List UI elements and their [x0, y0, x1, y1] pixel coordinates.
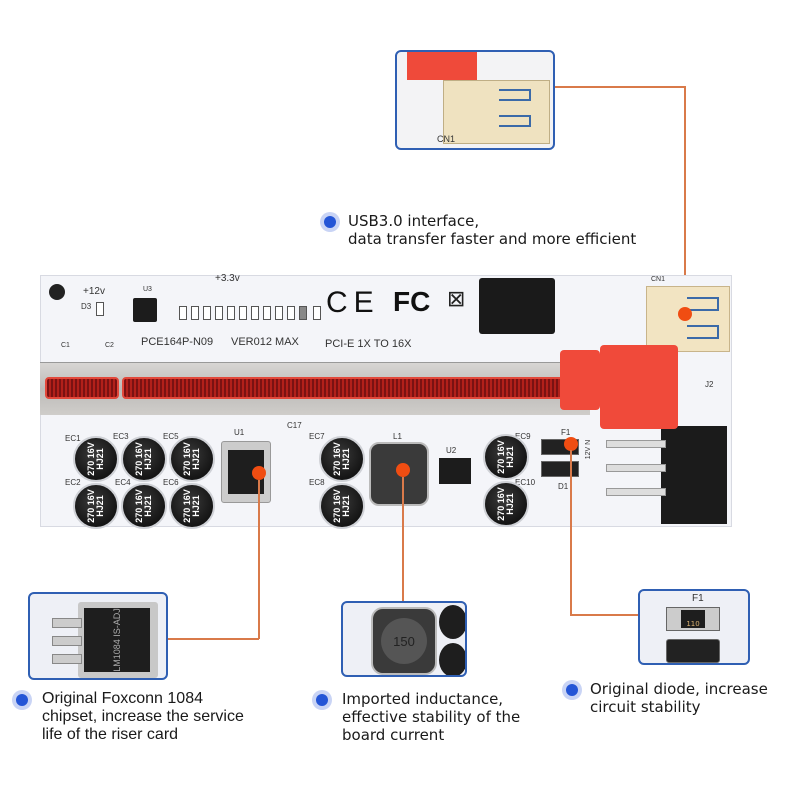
capacitor: 270 16V HJ21	[319, 436, 365, 482]
marker-dot	[564, 437, 578, 451]
chipset-callout-line-h	[168, 638, 259, 640]
model-label: PCE164P-N09	[141, 336, 214, 348]
usb-inset-label: CN1	[437, 134, 456, 144]
j2-label: J2	[705, 380, 714, 389]
capacitor: 270 16V HJ21	[121, 483, 167, 529]
chip-u3	[133, 298, 157, 322]
led	[179, 306, 187, 320]
led	[313, 306, 321, 320]
chipset-description: Original Foxconn 1084 chipset, increase …	[42, 690, 244, 743]
marker-dot	[678, 307, 692, 321]
pin-12v-label: 12V N	[585, 439, 593, 460]
cap-label: EC1	[65, 434, 81, 443]
c2-label: C2	[105, 342, 114, 349]
chipset-inset-image: LM1084 IS-ADJ	[28, 592, 168, 680]
slot-key-long	[122, 377, 586, 399]
capacitor: 270 16V HJ21	[73, 436, 119, 482]
led	[191, 306, 199, 320]
inductance-inset-image: 150	[341, 601, 467, 677]
capacitor: 270 16V HJ21	[121, 436, 167, 482]
cap-label: EC7	[309, 432, 325, 441]
regulator-chip: LM1084 IS-ADJ	[84, 608, 150, 672]
cap-label: EC10	[515, 478, 536, 487]
led	[275, 306, 283, 320]
version-label: VER012 MAX	[231, 336, 299, 348]
interface-label: PCI-E 1X TO 16X	[325, 338, 412, 350]
fc-mark: FC	[393, 286, 431, 317]
f1-inset-label: F1	[692, 593, 704, 604]
l1-label: L1	[393, 432, 402, 441]
cap-label: EC9	[515, 432, 531, 441]
capacitor: 270 16V HJ21	[73, 483, 119, 529]
led	[239, 306, 247, 320]
u1-label: U1	[234, 428, 245, 437]
diode-bullet-icon	[566, 684, 578, 696]
led	[263, 306, 271, 320]
c1-label: C1	[61, 342, 70, 349]
chip-u2	[439, 458, 471, 484]
slot-key-short	[45, 377, 119, 399]
marker-dot	[396, 463, 410, 477]
slot-latch[interactable]	[560, 350, 600, 410]
led	[287, 306, 295, 320]
diode-callout-line	[570, 450, 572, 615]
ce-mark: CE	[326, 286, 380, 319]
connector-pins	[606, 436, 666, 502]
fuse: 110	[666, 607, 720, 631]
power-4pin-connector[interactable]	[661, 426, 727, 524]
marker-dot	[252, 466, 266, 480]
voltage-12v-label: +12v	[83, 286, 105, 297]
cap-label: EC3	[113, 432, 129, 441]
inductance-callout-line	[402, 477, 404, 602]
led	[251, 306, 259, 320]
d1-label: D1	[558, 482, 569, 491]
weee-icon: ⊠	[447, 286, 466, 311]
inductor: 150	[371, 607, 437, 675]
cap-label: EC5	[163, 432, 179, 441]
inductance-bullet-icon	[316, 694, 328, 706]
cap-label: EC4	[115, 478, 131, 487]
power-6pin-connector	[479, 278, 555, 334]
pcie-x16-slot	[40, 362, 590, 415]
capacitor: 270 16V HJ21	[169, 436, 215, 482]
slot-latch-arm	[600, 345, 678, 429]
f1-label: F1	[561, 428, 571, 437]
cn1-label: CN1	[651, 276, 666, 283]
diode-d1	[541, 461, 579, 477]
c17-label: C17	[287, 421, 302, 430]
mount-hole	[49, 284, 65, 300]
led	[215, 306, 223, 320]
d3-led	[96, 302, 104, 316]
diode	[666, 639, 720, 663]
cap-label: EC6	[163, 478, 179, 487]
diode-inset-image: F1 110	[638, 589, 750, 665]
resistor	[299, 306, 307, 320]
voltage-33v-label: +3.3v	[215, 273, 240, 284]
regulator-u1	[221, 441, 271, 503]
usb-callout-line	[555, 86, 685, 88]
led	[227, 306, 235, 320]
usb-description: USB3.0 interface, data transfer faster a…	[348, 212, 637, 248]
cap-label: EC2	[65, 478, 81, 487]
cap-label: EC8	[309, 478, 325, 487]
usb-callout-line-v	[684, 86, 686, 316]
capacitor: 270 16V HJ21	[483, 434, 529, 480]
chip-u3-label: U3	[143, 286, 152, 293]
diode-description: Original diode, increase circuit stabili…	[590, 680, 768, 716]
capacitor: 270 16V HJ21	[169, 483, 215, 529]
capacitor: 270 16V HJ21	[483, 481, 529, 527]
usb-bullet-icon	[324, 216, 336, 228]
usb-inset-image: CN1	[395, 50, 555, 150]
inductance-description: Imported inductance, effective stability…	[342, 690, 521, 744]
capacitor: 270 16V HJ21	[319, 483, 365, 529]
chipset-callout-line	[258, 480, 260, 639]
chipset-bullet-icon	[16, 694, 28, 706]
led	[203, 306, 211, 320]
usb-port	[443, 80, 550, 144]
usb-latch	[407, 52, 477, 80]
u2-label: U2	[446, 446, 457, 455]
d3-label: D3	[81, 302, 92, 311]
diode-callout-line-h	[570, 614, 640, 616]
